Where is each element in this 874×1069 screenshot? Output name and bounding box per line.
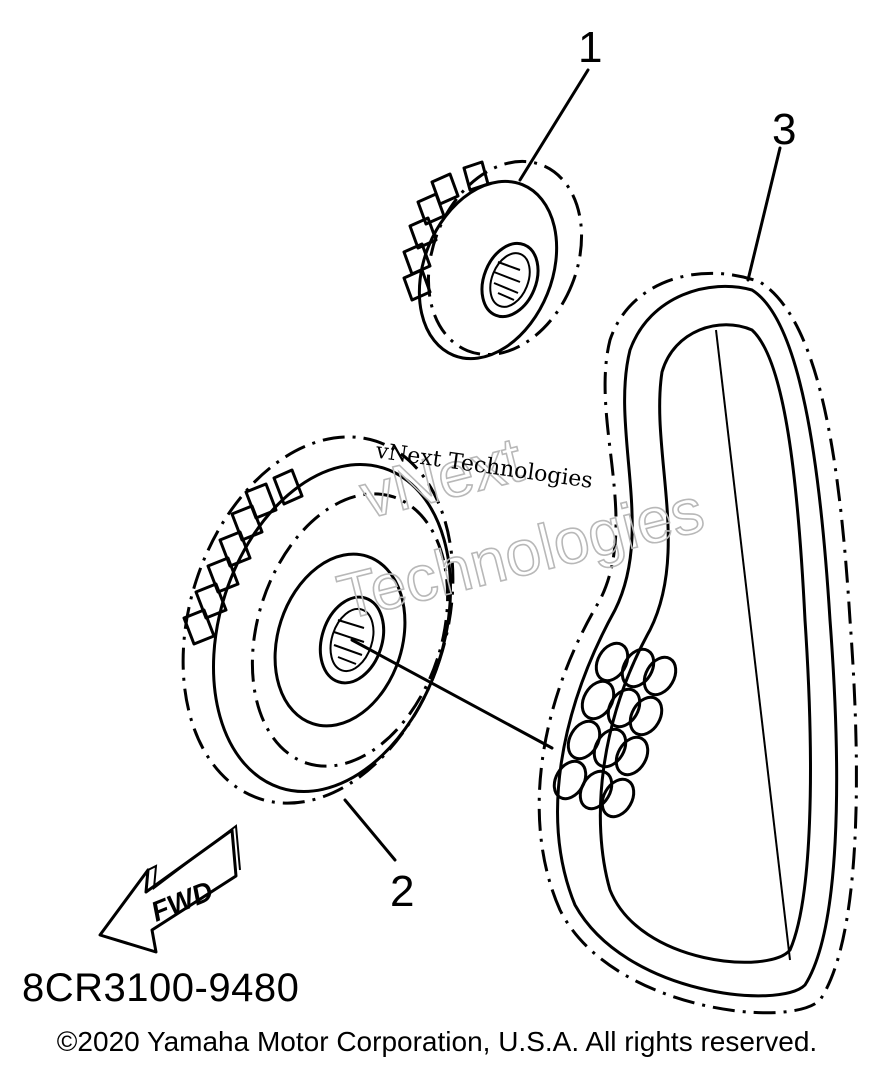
callout-2: 2 <box>390 867 414 916</box>
watermark: vNext Technologies vNext Technologies <box>330 422 712 634</box>
leader-lines <box>343 68 782 862</box>
forward-arrow-icon: FWD <box>98 824 241 954</box>
callout-3: 3 <box>772 105 796 154</box>
part-code: 8CR3100-9480 <box>22 966 300 1010</box>
large-sprocket-icon <box>181 435 455 805</box>
copyright-notice: ©2020 Yamaha Motor Corporation, U.S.A. A… <box>56 1026 818 1057</box>
callout-1: 1 <box>578 23 602 72</box>
small-sprocket-icon <box>402 159 584 361</box>
drive-belt-chain-icon <box>537 271 858 1015</box>
